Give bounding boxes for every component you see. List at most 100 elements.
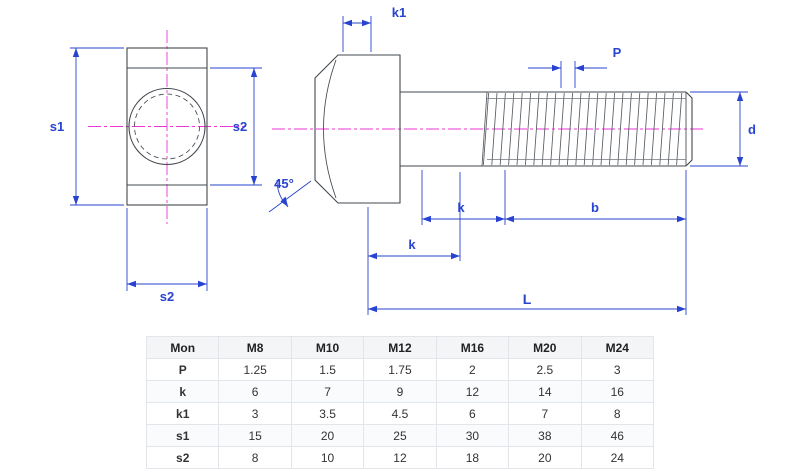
spec-cell: 8 xyxy=(218,446,292,469)
dimension-s1: s1 xyxy=(50,47,124,206)
head-circle xyxy=(128,87,206,166)
shaft-end-chamfer xyxy=(685,91,693,167)
thread-line xyxy=(600,92,607,166)
spec-cell: 20 xyxy=(290,424,365,447)
dimension-d: d xyxy=(690,91,756,167)
angle-annotation: 45° xyxy=(268,176,312,213)
dim-label-s2-bottom: s2 xyxy=(160,289,174,304)
spec-cell: 3.5 xyxy=(290,402,365,425)
spec-cell: 14 xyxy=(508,380,582,403)
thread-line xyxy=(608,92,616,166)
thread-line xyxy=(541,92,548,166)
dimension-k1: k1 xyxy=(342,5,406,52)
thread-line xyxy=(617,92,624,166)
dim-label-k-upper: k xyxy=(457,200,465,215)
spec-row-label: s1 xyxy=(145,424,220,447)
spec-cell: 2 xyxy=(435,358,510,381)
spec-cell: 10 xyxy=(290,446,365,469)
spec-cell: 18 xyxy=(435,446,510,469)
dim-label-d: d xyxy=(748,122,756,137)
dimension-k-upper: k xyxy=(421,170,506,225)
thread-line xyxy=(508,92,515,166)
thread-line xyxy=(575,92,582,166)
spec-cell: 24 xyxy=(580,446,655,469)
spec-row-label: k xyxy=(145,380,220,403)
thread-line xyxy=(499,92,506,166)
spec-col-header: M16 xyxy=(435,336,510,359)
thread-line xyxy=(516,92,523,166)
spec-cell: 38 xyxy=(508,424,582,447)
thread-line xyxy=(667,92,674,166)
spec-col-header: Mon xyxy=(145,336,220,359)
front-view xyxy=(88,30,246,224)
spec-col-header: M12 xyxy=(363,336,437,359)
thread-line xyxy=(659,92,666,166)
thread-line xyxy=(550,92,557,166)
head-profile xyxy=(314,54,401,204)
dimension-s2-right: s2 xyxy=(210,67,262,186)
spec-cell: 20 xyxy=(508,446,582,469)
thread-runout xyxy=(481,91,488,167)
thread-line xyxy=(634,92,641,166)
spec-cell: 16 xyxy=(580,380,655,403)
spec-cell: 25 xyxy=(363,424,437,447)
thread-line xyxy=(583,92,590,166)
spec-cell: 15 xyxy=(218,424,292,447)
head-chamfer-arc xyxy=(323,59,337,199)
thread-line xyxy=(533,92,540,166)
spec-cell: 30 xyxy=(435,424,510,447)
dim-label-p: P xyxy=(613,45,622,60)
spec-cell: 4.5 xyxy=(363,402,437,425)
spec-cell: 8 xyxy=(580,402,655,425)
thread-line xyxy=(676,92,683,166)
spec-cell: 9 xyxy=(363,380,437,403)
spec-col-header: M20 xyxy=(508,336,582,359)
spec-cell: 3 xyxy=(218,402,292,425)
spec-cell: 46 xyxy=(580,424,655,447)
thread-line xyxy=(482,92,490,166)
spec-cell: 12 xyxy=(363,446,437,469)
thread-line xyxy=(642,92,649,166)
spec-cell: 7 xyxy=(508,402,582,425)
dimension-k-lower: k xyxy=(367,172,461,315)
spec-col-header: M10 xyxy=(290,336,365,359)
spec-cell: 1.75 xyxy=(363,358,437,381)
dimension-p: P xyxy=(528,45,622,88)
thread-line xyxy=(491,92,498,166)
dim-label-k1: k1 xyxy=(392,5,406,20)
thread-line xyxy=(566,92,574,166)
dim-label-s1: s1 xyxy=(50,119,64,134)
spec-cell: 3 xyxy=(580,358,655,381)
spec-row-label: P xyxy=(145,358,220,381)
spec-cell: 1.25 xyxy=(218,358,292,381)
spec-cell: 6 xyxy=(435,402,510,425)
thread-line xyxy=(558,92,565,166)
spec-cell: 6 xyxy=(218,380,292,403)
technical-drawing: s1 s2 s2 xyxy=(50,5,756,315)
spec-col-header: M8 xyxy=(218,336,292,359)
shaft-hidden-circle xyxy=(134,93,200,160)
dimension-l: L xyxy=(368,291,686,313)
spec-cell: 7 xyxy=(290,380,365,403)
dim-label-s2-right: s2 xyxy=(233,119,247,134)
dimension-s2-bottom: s2 xyxy=(126,208,208,304)
dim-label-k-lower: k xyxy=(408,237,416,252)
thread-line xyxy=(625,92,632,166)
side-view xyxy=(272,54,706,204)
thread-line xyxy=(592,92,599,166)
thread-line xyxy=(524,92,532,166)
spec-row-label: s2 xyxy=(145,446,220,469)
head-square-outline xyxy=(126,47,208,206)
spec-cell: 2.5 xyxy=(508,358,582,381)
angle-label: 45° xyxy=(274,176,294,191)
